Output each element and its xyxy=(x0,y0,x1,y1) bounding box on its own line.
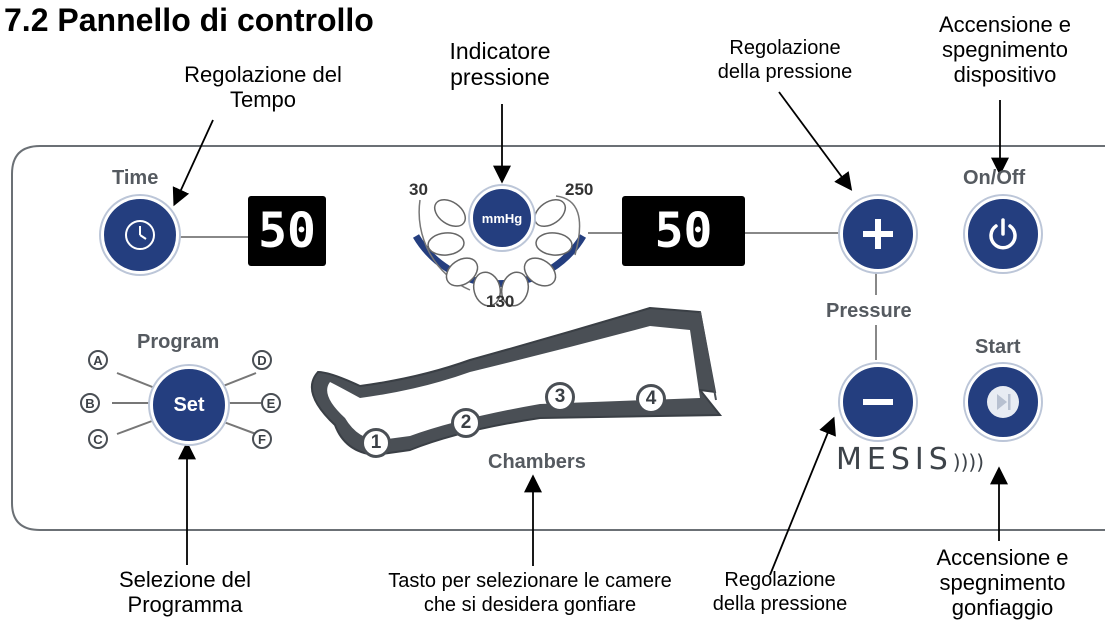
chamber-button-2[interactable]: 2 xyxy=(451,408,481,438)
program-label: Program xyxy=(137,331,220,353)
program-spokes xyxy=(112,372,261,435)
plus-icon xyxy=(863,219,893,249)
play-pause-icon xyxy=(987,386,1019,418)
onoff-label: On/Off xyxy=(963,167,1026,189)
caption-inflation-power: Accensione e spegnimento gonfiaggio xyxy=(936,545,1069,620)
program-letter-e: E xyxy=(261,393,281,413)
start-label: Start xyxy=(975,336,1021,358)
chamber-button-3[interactable]: 3 xyxy=(545,382,575,412)
program-letter-a: A xyxy=(88,350,108,370)
caption-pressure-adjust-top: Regolazione della pressione xyxy=(717,37,853,83)
brand-logo: MESIS)))) xyxy=(836,442,984,477)
time-display: 50 xyxy=(248,196,326,266)
program-letter-d: D xyxy=(252,350,272,370)
set-label: Set xyxy=(173,393,205,416)
gauge-mid-label: 130 xyxy=(486,292,515,311)
pressure-plus-button[interactable] xyxy=(840,196,916,272)
program-letter-c: C xyxy=(88,429,108,449)
pressure-display: 50 xyxy=(622,196,745,266)
gauge-min-label: 30 xyxy=(409,180,428,199)
clock-icon xyxy=(125,220,155,250)
pressure-label: Pressure xyxy=(826,300,912,322)
chambers-label: Chambers xyxy=(488,451,586,473)
gauge-unit-label: mmHg xyxy=(481,210,523,226)
pressure-gauge xyxy=(412,195,587,307)
power-icon xyxy=(989,218,1017,250)
section-title: 7.2 Pannello di controllo xyxy=(4,2,374,38)
panel-outline xyxy=(11,145,1105,531)
gauge-petals xyxy=(427,198,573,307)
brand-name: MESIS xyxy=(836,442,953,477)
callout-arrows xyxy=(172,91,1009,576)
caption-power: Accensione e spegnimento dispositivo xyxy=(938,12,1072,87)
chamber-button-4[interactable]: 4 xyxy=(636,384,666,414)
minus-icon xyxy=(863,399,893,405)
time-button[interactable] xyxy=(101,196,179,274)
gauge-max-label: 250 xyxy=(565,180,594,199)
start-button[interactable] xyxy=(965,364,1041,440)
leg-sleeve-graphic xyxy=(310,306,723,457)
pressure-minus-button[interactable] xyxy=(840,364,916,440)
program-letter-f: F xyxy=(252,429,272,449)
chamber-button-1[interactable]: 1 xyxy=(361,428,391,458)
caption-program-select: Selezione del Programma xyxy=(118,567,252,617)
program-set-button[interactable]: Set xyxy=(150,366,228,444)
caption-chamber-select: Tasto per selezionare le camere che si d… xyxy=(388,570,672,616)
time-label: Time xyxy=(112,167,159,189)
caption-time-adjust: Regolazione del Tempo xyxy=(184,62,342,112)
gauge-center: mmHg xyxy=(470,186,534,250)
power-button[interactable] xyxy=(965,196,1041,272)
caption-pressure-indicator: Indicatore pressione xyxy=(449,38,551,90)
caption-pressure-adjust-bottom: Regolazione della pressione xyxy=(712,569,848,615)
program-letter-b: B xyxy=(80,393,100,413)
